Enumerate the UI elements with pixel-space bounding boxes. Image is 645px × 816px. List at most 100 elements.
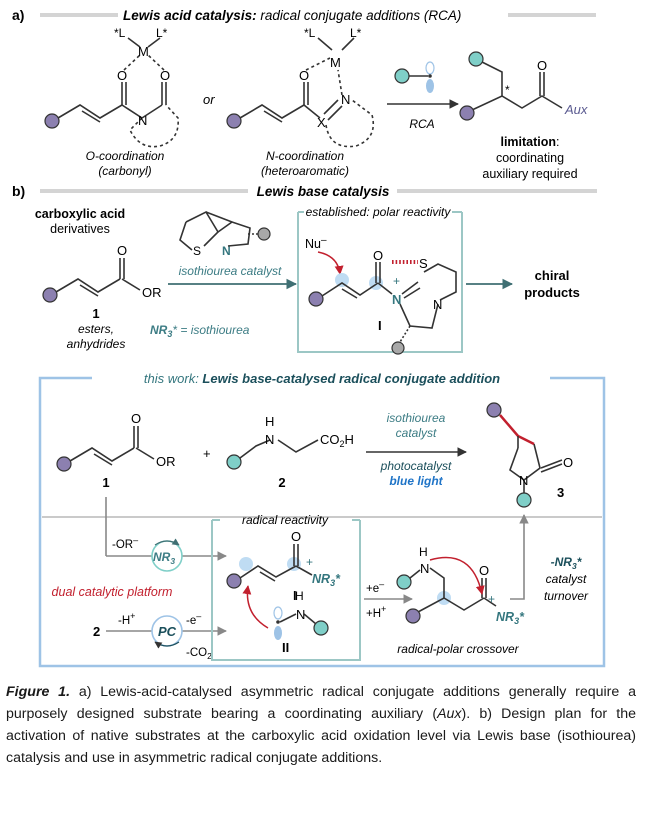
caption-text-1: Lewis-acid-catalysed asymmetric radical … <box>6 684 636 722</box>
caption-figure-label: Figure 1. <box>6 684 71 700</box>
purple-substituent-product <box>459 105 475 121</box>
plus-h-label: +H+ <box>366 604 386 620</box>
this-work-title-bg <box>92 368 550 388</box>
rca-product-structure <box>471 61 563 111</box>
nucleophile-arrow <box>317 251 344 275</box>
purple-substituent-int <box>308 291 324 307</box>
or-minus-label: -OR– <box>112 535 138 551</box>
dual-catalytic-platform: dual catalytic platform <box>52 585 173 599</box>
limitation-line2: coordinating <box>496 151 564 165</box>
radical-reactivity-box <box>211 520 361 661</box>
substrate-o: O <box>117 243 127 258</box>
o-coordination-sublabel: (carbonyl) <box>98 164 151 178</box>
int1-o: O <box>291 529 301 544</box>
cross-o: O <box>479 563 489 578</box>
int2-n: N <box>296 607 305 622</box>
substrate-1-o: O <box>131 411 141 426</box>
n-atom-a1: N <box>138 113 147 128</box>
substrate-or: OR <box>142 285 162 300</box>
purple-substituent-i-lower <box>226 573 242 589</box>
substrate-2-co2h: CO2H <box>320 432 354 449</box>
grey-substituent-int <box>391 341 405 355</box>
scheme-canvas: a) Lewis acid catalysis: radical conjuga… <box>12 7 606 668</box>
substrate-2-number: 2 <box>278 475 285 490</box>
purple-substituent-1 <box>56 456 72 472</box>
ligand-left-a1: *L <box>114 26 126 40</box>
o-atom-a2: O <box>299 68 309 83</box>
chiral-products-2: products <box>524 285 580 300</box>
limitation-line3: auxiliary required <box>482 167 577 181</box>
turnover-label-2: catalyst <box>546 572 587 586</box>
substrate-1-structure <box>69 426 155 466</box>
int-label: I <box>378 318 382 333</box>
metal-a2: M <box>330 55 341 70</box>
panel-a-header-bar-left <box>40 13 118 17</box>
product-stereo-star: * <box>505 83 510 97</box>
nr3-cycle-label: NR3 <box>153 550 175 566</box>
caption-text-2: ). b) Design plan for the activation of … <box>6 706 636 766</box>
substrate-2-number-lower: 2 <box>93 624 100 639</box>
condition-blue-light: blue light <box>389 474 443 488</box>
chiral-products-1: chiral <box>535 268 570 283</box>
ligand-left-a2: *L <box>304 26 316 40</box>
panel-a: a) Lewis acid catalysis: radical conjuga… <box>12 7 596 181</box>
panel-b-heading: Lewis base catalysis <box>257 184 390 199</box>
cyclization-arrow <box>429 556 485 595</box>
or-text: or <box>203 92 215 107</box>
established-label: established: polar reactivity <box>306 205 452 219</box>
condition-catalyst: catalyst <box>396 426 437 440</box>
product-3-red-bond <box>499 414 535 446</box>
product-o-atom: O <box>537 58 547 73</box>
radical-reactivity-label: radical reactivity <box>242 513 329 527</box>
plus-e-label: +e– <box>366 579 384 595</box>
highlight-beta-lower <box>239 557 253 571</box>
panel-a-header-bar-right <box>508 13 596 17</box>
pc-cycle-arrow <box>154 641 180 649</box>
int-n-plus-atom: N <box>392 292 401 307</box>
panel-a-heading: Lewis acid catalysis: radical conjugate … <box>123 8 461 23</box>
purple-substituent-a2 <box>226 113 242 129</box>
int-s-atom: S <box>419 256 428 271</box>
n-coordination-label: N-coordination <box>266 149 344 163</box>
product-3-number: 3 <box>557 485 564 500</box>
turnover-label-1: -NR3* <box>551 555 583 571</box>
cross-nr3: NR3* <box>496 610 525 626</box>
substrate-2-structure <box>239 439 319 459</box>
teal-substituent-cross <box>396 574 412 590</box>
n-coordination-sublabel: (heteroaromatic) <box>261 164 349 178</box>
o-coordination-label: O-coordination <box>86 149 165 163</box>
this-work-panel: this work: Lewis base-catalysed radical … <box>38 368 606 668</box>
h-plus-label: -H+ <box>118 611 135 627</box>
teal-substituent-ii <box>313 620 329 636</box>
int-o-atom: O <box>373 248 383 263</box>
purple-substituent-b <box>42 287 58 303</box>
radical-polar-crossover-label: radical-polar crossover <box>397 642 519 656</box>
int1-nr3: NR3* <box>312 572 341 588</box>
int-plus: + <box>393 274 400 288</box>
ligand-right-a2: L* <box>350 26 362 40</box>
grey-substituent-catalyst <box>257 227 271 241</box>
intermediate-i-lower-structure <box>239 544 313 582</box>
n-atom-a2: N <box>341 92 350 107</box>
co2-label: -CO2 <box>186 647 212 661</box>
substrate-2-h: H <box>265 414 274 429</box>
limitation-label: limitation: <box>500 135 559 149</box>
nr3-cycle-arrow <box>154 538 180 546</box>
panel-a-letter: a) <box>12 7 24 23</box>
substrate-structure-b <box>55 258 141 297</box>
catalyst-s-atom: S <box>193 244 201 258</box>
aux-label: Aux <box>564 102 588 117</box>
product-3-n: N <box>519 473 528 488</box>
radical-addition-arrow <box>242 585 269 629</box>
panel-b-header-bar-left <box>40 189 248 193</box>
product-3-structure <box>509 443 563 494</box>
substrate-1-number: 1 <box>102 475 109 490</box>
condition-isothiourea: isothiourea <box>387 411 446 425</box>
int-n-atom: N <box>433 297 442 312</box>
cross-n: N <box>420 561 429 576</box>
panel-b-header-bar-right <box>397 189 597 193</box>
o-atom-a1-right: O <box>160 68 170 83</box>
nr3-definition: NR3* = isothiourea <box>150 323 250 339</box>
metal-a1: M <box>138 44 149 59</box>
int2-h: H <box>295 589 304 603</box>
